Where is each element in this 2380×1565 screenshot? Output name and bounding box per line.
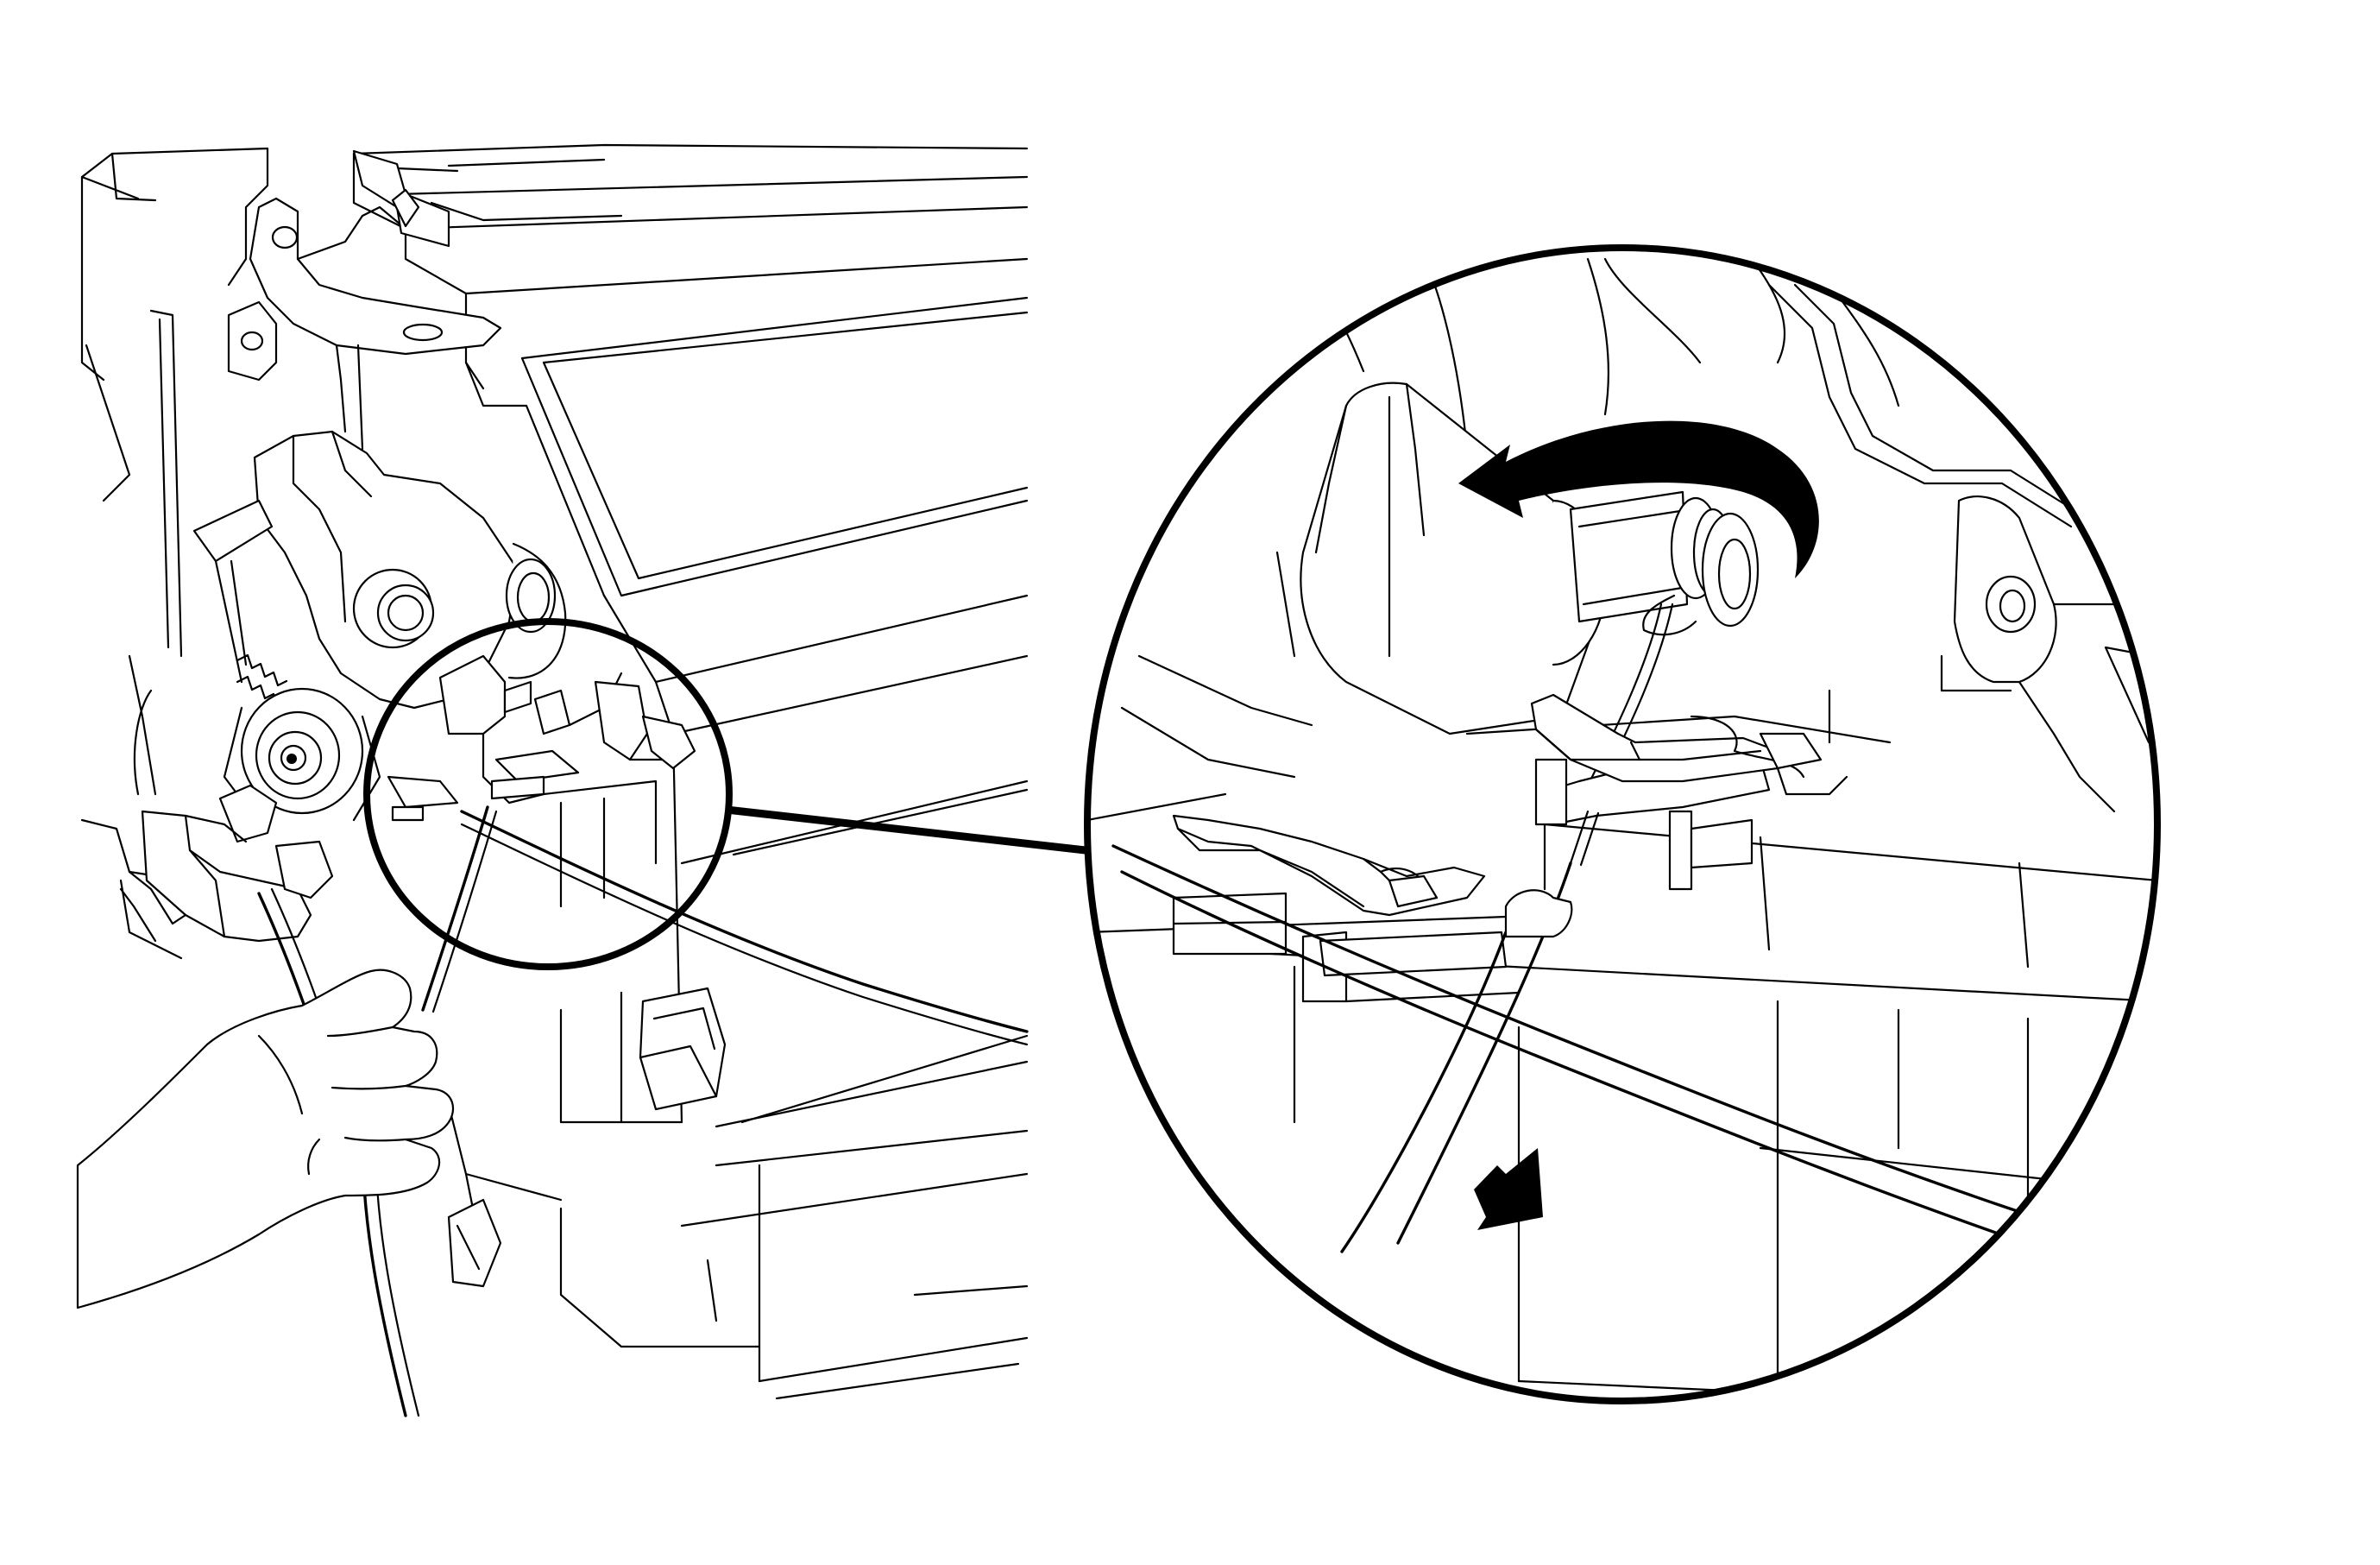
callout-connector — [726, 805, 1086, 855]
technician-hand — [76, 969, 455, 1309]
pick-tool — [421, 805, 498, 1013]
hvac-module-housing — [80, 143, 1029, 1383]
pull-direction-arrow-icon — [1474, 1148, 1543, 1230]
module-lower-body — [715, 1129, 1029, 1400]
left-side-vents — [85, 309, 183, 796]
rotate-arrow-icon — [1458, 420, 1819, 578]
top-mounting-bracket — [227, 149, 502, 451]
cable-pulley — [223, 687, 381, 822]
cable-clip-bracket — [119, 784, 334, 943]
actuator-motor — [192, 430, 567, 710]
detail-source-circle — [363, 618, 733, 970]
detail-magnified-circle — [1084, 244, 2161, 1404]
